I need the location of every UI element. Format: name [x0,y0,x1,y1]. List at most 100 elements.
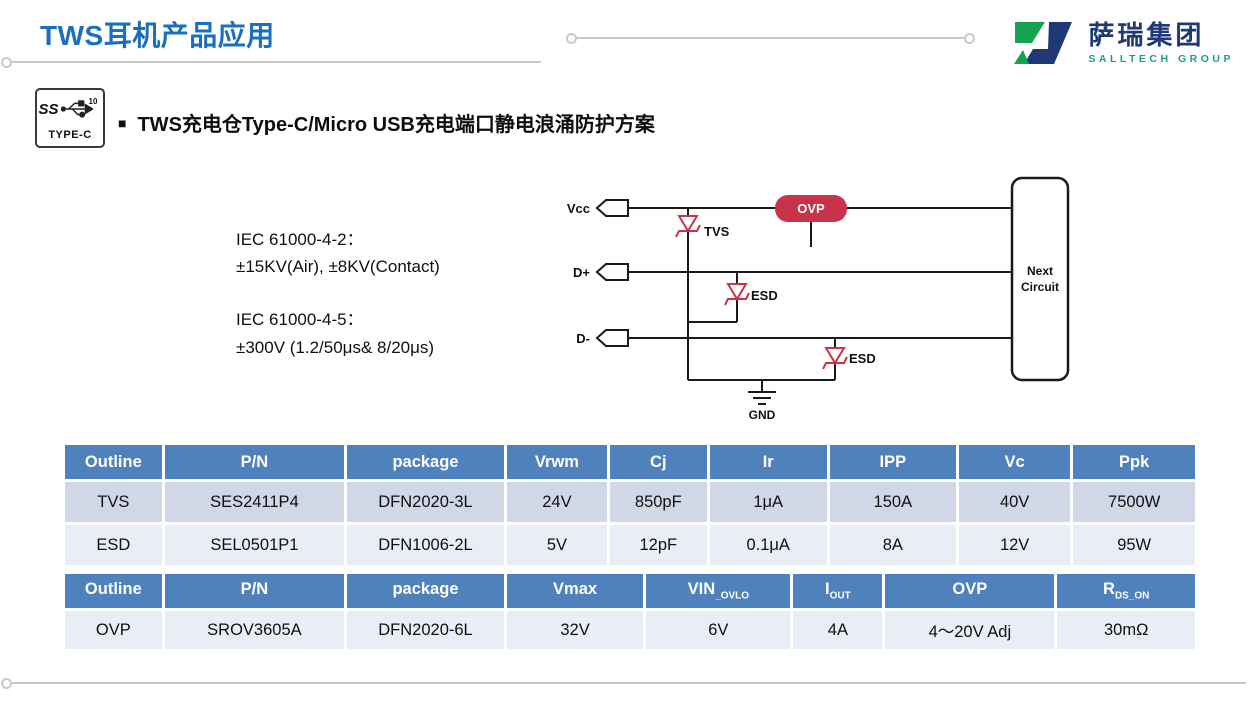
footer-line [6,682,1246,684]
table-header-cell: Cj [606,442,710,482]
iec2-title: IEC 61000-4-5： [236,310,364,330]
vcc-pad [595,199,629,217]
table1-header-row: Outline P/N package Vrwm Cj Ir IPP Vc Pp… [62,442,1198,482]
section-heading: ■ TWS充电仓Type-C/Micro USB充电端口静电浪涌防护方案 [118,108,655,137]
table-cell: SEL0501P1 [161,522,348,568]
logo-text: 萨瑞集团 SALLTECH GROUP [1088,21,1234,65]
gnd-symbol [748,380,776,405]
tvs-esd-spec-table: Outline P/N package Vrwm Cj Ir IPP Vc Pp… [62,442,1198,568]
decor-dot-mid-right [964,33,975,44]
table-header-cell: RDS_ON [1054,571,1198,611]
esd-diode-dminus-symbol [822,347,848,370]
esd-dplus-label: ESD [751,288,778,303]
decor-dot-left [1,57,12,68]
table-cell: 95W [1070,522,1198,568]
table-header-cell: Ppk [1070,442,1198,482]
table-header-cell: IPP [826,442,959,482]
usb-trident-icon [60,100,93,118]
esd-dminus-label: ESD [849,351,876,366]
table-cell: 5V [503,522,610,568]
tvs-diode-symbol [675,215,701,238]
table-cell: 1μA [706,479,830,525]
title-underline [6,61,541,63]
table-header-cell: package [344,442,507,482]
table-cell: 30mΩ [1054,608,1198,652]
ovp-label: OVP [797,201,825,216]
table-cell: 12V [955,522,1074,568]
table-header-cell: Outline [62,442,165,482]
table-header-cell: VIN_OVLO [643,571,794,611]
connector-pads [595,199,629,347]
table-header-cell: Vc [955,442,1074,482]
logo-subtitle: SALLTECH GROUP [1088,52,1234,65]
table-cell: DFN2020-6L [344,608,507,652]
table-cell: 150A [826,479,959,525]
iec1-value: ±15KV(Air), ±8KV(Contact) [236,257,440,277]
table-header-cell: Ir [706,442,830,482]
circuit-diagram: OVP Next Circuit Vcc D+ D- TVS ESD ESD G… [567,176,1070,422]
next-circuit-label-line2: Circuit [1021,280,1059,294]
table-header-cell: package [344,571,507,611]
decor-dot-bottom-left [1,678,12,689]
table-cell: 4～20V Adj [882,608,1058,652]
esd-diode-dplus-symbol [724,283,750,306]
table-cell: 8A [826,522,959,568]
salltech-logo-icon [1014,22,1073,64]
dplus-pad [595,263,629,281]
table-header-cell: OVP [882,571,1058,611]
table-header-cell: P/N [161,442,348,482]
table-header-cell: P/N [161,571,348,611]
table-cell: 32V [503,608,647,652]
usb-ss-label: SS [38,100,59,118]
usb-typec-badge: SS 10 TYPE-C [35,88,105,148]
iec-standards: IEC 61000-4-2： ±15KV(Air), ±8KV(Contact)… [236,226,440,387]
usb-ss-gen-label: 10 [88,96,98,106]
tvs-label: TVS [704,224,730,239]
vcc-label: Vcc [567,201,590,216]
logo-company-name: 萨瑞集团 [1088,20,1205,51]
table-header-cell: IOUT [790,571,886,611]
dplus-label: D+ [573,265,590,280]
table-cell: 0.1μA [706,522,830,568]
dminus-pad [595,329,629,347]
next-circuit-block: Next Circuit [1010,176,1070,382]
table-row-esd: ESD SEL0501P1 DFN1006-2L 5V 12pF 0.1μA 8… [62,522,1198,568]
company-logo: 萨瑞集团 SALLTECH GROUP [1012,18,1234,68]
table-cell: OVP [62,608,165,652]
section-heading-text: TWS充电仓Type-C/Micro USB充电端口静电浪涌防护方案 [137,114,655,136]
wires [628,207,1012,381]
table-header-cell: Outline [62,571,165,611]
iec1-title: IEC 61000-4-2： [236,230,364,249]
usb-ss-row: SS 10 [37,90,103,125]
table-cell: 850pF [606,479,710,525]
table-header-cell: Vrwm [503,442,610,482]
ovp-spec-table: Outline P/N package Vmax VIN_OVLO IOUT O… [62,571,1198,652]
table-cell: ESD [62,522,165,568]
header-decor-line [576,37,964,39]
table2-header-row: Outline P/N package Vmax VIN_OVLO IOUT O… [62,571,1198,611]
table-cell: 7500W [1070,479,1198,525]
bullet-square-icon: ■ [118,114,127,131]
table-cell: DFN2020-3L [344,479,507,525]
page-title: TWS耳机产品应用 [40,20,275,51]
table-row-tvs: TVS SES2411P4 DFN2020-3L 24V 850pF 1μA 1… [62,479,1198,525]
table-header-cell: Vmax [503,571,647,611]
table-cell: 12pF [606,522,710,568]
table-row-ovp: OVP SROV3605A DFN2020-6L 32V 6V 4A 4～20V… [62,608,1198,652]
table-cell: DFN1006-2L [344,522,507,568]
next-circuit-label-line1: Next [1027,264,1053,278]
iec-61000-4-2: IEC 61000-4-2： ±15KV(Air), ±8KV(Contact) [236,226,440,280]
ovp-block: OVP [775,195,847,222]
decor-dot-mid-left [566,33,577,44]
table-cell: TVS [62,479,165,525]
table-cell: SROV3605A [161,608,348,652]
dminus-label: D- [576,331,590,346]
table-cell: 24V [503,479,610,525]
iec-61000-4-5: IEC 61000-4-5： ±300V (1.2/50μs& 8/20μs) [236,306,440,360]
table-cell: 40V [955,479,1074,525]
table-cell: 6V [643,608,794,652]
table-cell: SES2411P4 [161,479,348,525]
table-cell: 4A [790,608,886,652]
gnd-label: GND [749,408,776,422]
